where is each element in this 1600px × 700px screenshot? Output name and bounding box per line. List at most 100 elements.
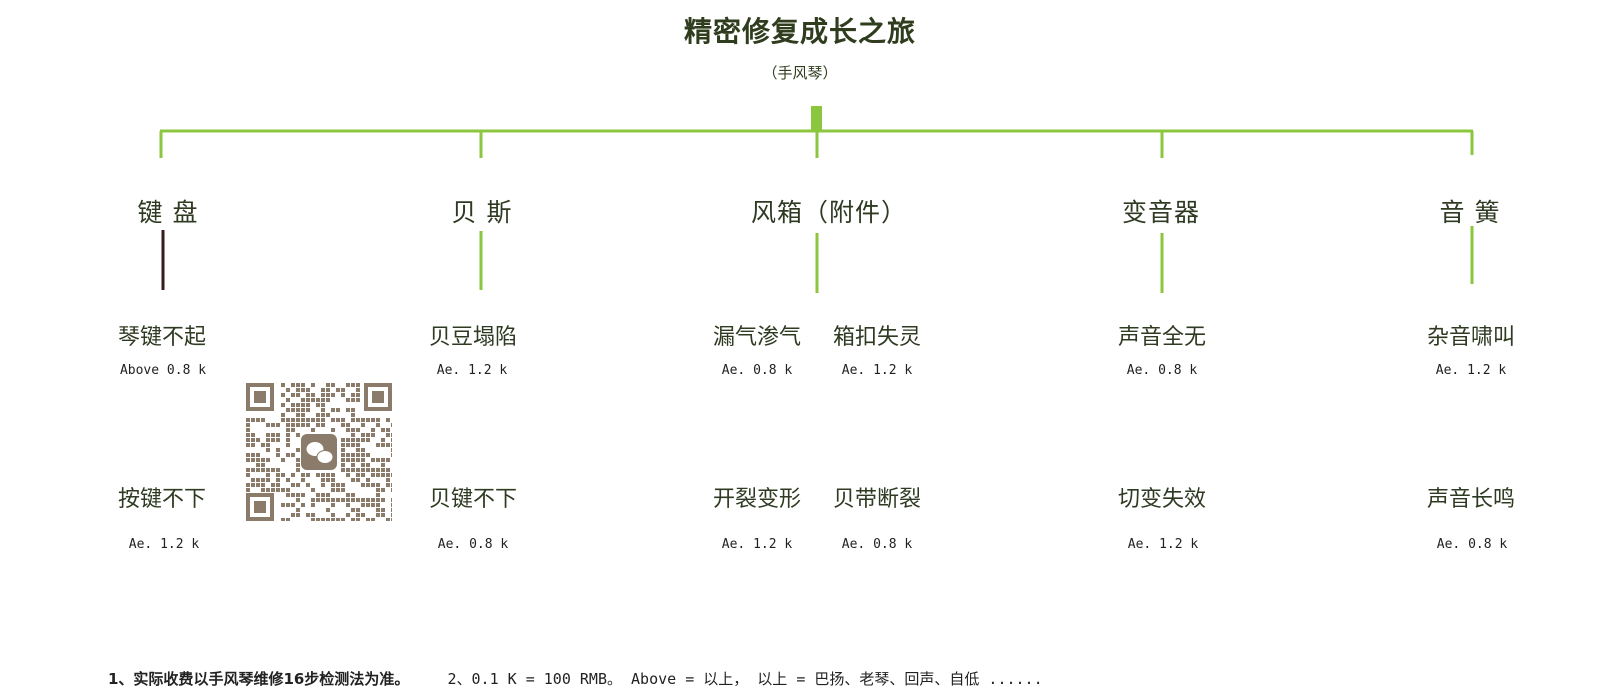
qr-module	[261, 488, 265, 492]
qr-module	[296, 423, 300, 427]
qr-module	[266, 468, 270, 472]
qr-module	[296, 483, 300, 487]
qr-module	[331, 513, 335, 517]
qr-module	[266, 433, 270, 437]
qr-module	[291, 473, 295, 477]
qr-module	[311, 498, 315, 502]
qr-module	[251, 478, 255, 482]
qr-module	[391, 433, 392, 437]
issue-price: Ae. 0.8 k	[1436, 537, 1508, 552]
qr-module	[301, 413, 305, 417]
qr-module	[296, 458, 300, 462]
qr-module	[321, 423, 325, 427]
qr-module	[386, 433, 390, 437]
qr-module	[366, 483, 370, 487]
qr-module	[366, 478, 370, 482]
qr-module	[326, 478, 330, 482]
qr-module	[381, 443, 385, 447]
qr-module	[251, 443, 255, 447]
qr-module	[341, 458, 345, 462]
qr-module	[256, 478, 260, 482]
qr-module	[316, 493, 320, 497]
qr-module	[351, 383, 355, 387]
qr-module	[251, 418, 255, 422]
qr-module	[281, 413, 285, 417]
qr-module	[306, 483, 310, 487]
qr-module	[356, 498, 360, 502]
qr-module	[356, 428, 360, 432]
qr-module	[351, 408, 355, 412]
qr-module	[261, 478, 265, 482]
qr-module	[336, 418, 340, 422]
qr-module	[261, 483, 265, 487]
qr-module	[321, 418, 325, 422]
issue-label: 贝键不下	[428, 487, 517, 512]
qr-module	[351, 433, 355, 437]
footer-notes: 1、实际收费以手风琴维修16步检测法为准。 2、0.1 K = 100 RMB。…	[108, 668, 1043, 689]
qr-module	[311, 398, 315, 402]
qr-module	[271, 433, 275, 437]
qr-module	[291, 493, 295, 497]
qr-module	[361, 498, 365, 502]
qr-module	[256, 453, 260, 457]
qr-module	[306, 403, 310, 407]
qr-module	[331, 418, 335, 422]
qr-module	[296, 393, 300, 397]
qr-module	[371, 483, 375, 487]
qr-module	[296, 388, 300, 392]
qr-module	[366, 463, 370, 467]
qr-module	[371, 518, 375, 521]
qr-module	[346, 453, 350, 457]
qr-module	[276, 478, 280, 482]
qr-module	[366, 453, 370, 457]
qr-module	[256, 438, 260, 442]
qr-module	[321, 403, 325, 407]
qr-module	[296, 403, 300, 407]
qr-module	[381, 463, 385, 467]
qr-module	[306, 393, 310, 397]
qr-module	[296, 448, 300, 452]
qr-module	[341, 423, 345, 427]
qr-module	[316, 413, 320, 417]
qr-module	[376, 423, 380, 427]
qr-module	[391, 473, 392, 477]
qr-module	[246, 488, 250, 492]
qr-module	[361, 483, 365, 487]
issue-label: 按键不下	[117, 487, 206, 512]
qr-module	[286, 388, 290, 392]
qr-module	[376, 468, 380, 472]
qr-module	[311, 513, 315, 517]
qr-module	[286, 398, 290, 402]
qr-module	[326, 508, 330, 512]
qr-module	[381, 508, 385, 512]
page-subtitle: （手风琴）	[762, 64, 838, 82]
qr-module	[381, 498, 385, 502]
qr-module	[351, 498, 355, 502]
qr-module	[326, 518, 330, 521]
qr-module	[391, 483, 392, 487]
qr-module	[321, 478, 325, 482]
qr-module	[361, 473, 365, 477]
qr-module	[291, 483, 295, 487]
qr-module	[306, 398, 310, 402]
issue-label: 切变失效	[1117, 487, 1206, 512]
qr-code[interactable]	[246, 383, 392, 521]
qr-module	[296, 493, 300, 497]
qr-module	[281, 418, 285, 422]
qr-module	[346, 423, 350, 427]
qr-module	[251, 483, 255, 487]
qr-module	[326, 493, 330, 497]
qr-finder-inner	[254, 391, 266, 403]
qr-module	[251, 453, 255, 457]
qr-module	[251, 438, 255, 442]
qr-module	[321, 493, 325, 497]
qr-module	[376, 483, 380, 487]
qr-module	[321, 498, 325, 502]
qr-module	[306, 388, 310, 392]
qr-module	[286, 518, 290, 521]
qr-module	[351, 453, 355, 457]
qr-module	[261, 418, 265, 422]
qr-module	[356, 418, 360, 422]
qr-module	[331, 473, 335, 477]
qr-module	[361, 468, 365, 472]
